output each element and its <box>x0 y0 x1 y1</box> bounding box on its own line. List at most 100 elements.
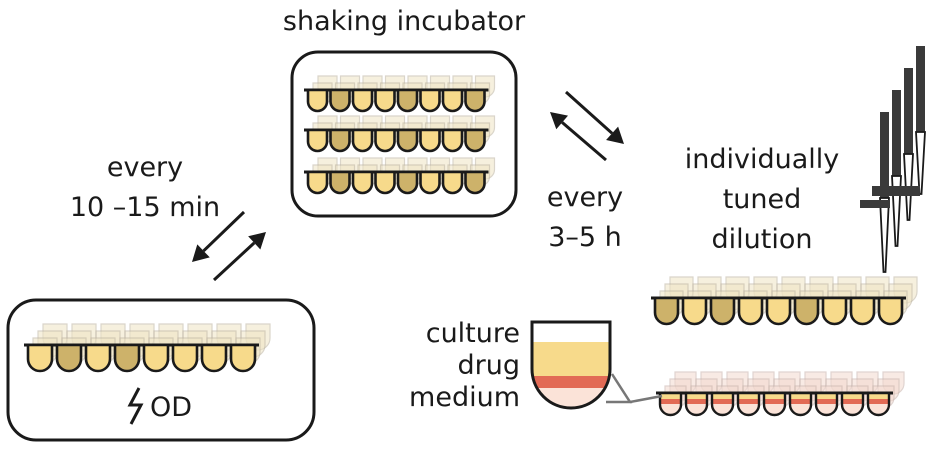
well <box>762 391 787 417</box>
dilution-label-line2: tuned <box>722 184 802 215</box>
well <box>374 128 396 153</box>
lightning-icon <box>127 387 144 425</box>
layer-drug <box>712 399 733 404</box>
dilution-label-line1: individually <box>684 144 840 175</box>
well-layers <box>764 393 785 416</box>
well <box>113 343 141 373</box>
arrow-head <box>192 244 210 262</box>
layer-medium <box>842 404 863 416</box>
well <box>793 296 820 326</box>
layer-drug <box>686 399 707 404</box>
well <box>84 343 112 373</box>
layer-culture <box>764 393 785 399</box>
layer-medium <box>660 404 681 416</box>
layer-drug <box>660 399 681 404</box>
arrow-shaft <box>561 121 607 162</box>
exchange-arrows-icon <box>192 210 266 282</box>
layer-label-medium: medium <box>409 382 520 413</box>
arrow-shaft <box>564 90 614 135</box>
arrow-head <box>550 112 569 130</box>
well <box>229 343 257 373</box>
well <box>329 88 351 113</box>
od-interval-line2: 10 –15 min <box>69 192 221 223</box>
pipette-body <box>916 46 925 132</box>
well <box>200 343 228 373</box>
well-layers <box>816 393 837 416</box>
layer-medium <box>868 404 889 416</box>
pipette-tip <box>915 131 926 195</box>
well <box>306 170 329 195</box>
well <box>737 296 764 326</box>
arrow-head <box>606 126 624 144</box>
well <box>374 88 396 113</box>
layer-culture <box>816 393 837 399</box>
layer-medium <box>686 404 707 416</box>
reader-plate <box>24 323 271 373</box>
arrow-shaft <box>202 210 246 252</box>
well <box>684 391 709 417</box>
well <box>814 391 839 417</box>
layer-culture <box>842 393 863 399</box>
well <box>441 128 464 153</box>
well <box>26 343 54 373</box>
incubator-plates <box>304 75 496 195</box>
well-layers <box>738 393 759 416</box>
layer-label-culture: culture <box>425 318 520 349</box>
pipette-tip <box>879 197 890 273</box>
well <box>866 391 891 417</box>
dilution-interval-line2: 3–5 h <box>548 222 622 253</box>
well <box>653 296 680 326</box>
well <box>142 343 170 373</box>
well <box>329 170 351 195</box>
well <box>396 128 419 153</box>
well <box>419 88 441 113</box>
well <box>877 296 904 326</box>
well <box>821 296 848 326</box>
well-layers <box>868 393 889 416</box>
layer-medium <box>764 404 785 416</box>
well <box>840 391 865 417</box>
well <box>681 296 708 326</box>
reader-label: OD <box>150 392 193 423</box>
layer-culture <box>686 393 707 399</box>
layer-medium <box>532 388 610 408</box>
well <box>396 88 419 113</box>
well <box>396 170 419 195</box>
layer-drug <box>816 399 837 404</box>
well <box>658 391 683 417</box>
dilution-label-line3: dilution <box>711 224 813 255</box>
well-layers <box>842 393 863 416</box>
well <box>351 170 374 195</box>
well <box>736 391 761 417</box>
arrow-shaft <box>212 241 256 282</box>
dilution-interval-line1: every <box>546 182 624 213</box>
well <box>441 170 464 195</box>
well <box>464 88 486 113</box>
pipette-handle <box>860 200 890 208</box>
layer-drug <box>532 376 610 388</box>
well-layer-icon <box>530 320 663 410</box>
od-interval-line1: every <box>106 152 184 183</box>
layer-culture <box>738 393 759 399</box>
well <box>351 128 374 153</box>
well <box>464 170 486 195</box>
layer-medium <box>712 404 733 416</box>
well <box>419 128 441 153</box>
exchange-arrows-icon <box>550 90 624 162</box>
pipette-bar <box>872 186 920 196</box>
layer-culture <box>790 393 811 399</box>
pipette-body <box>880 112 889 198</box>
big-well-outline <box>530 320 612 410</box>
layer-drug <box>738 399 759 404</box>
layer-culture <box>712 393 733 399</box>
well <box>306 128 329 153</box>
dilution-plate <box>651 276 918 326</box>
pointer-line <box>629 394 663 404</box>
layer-culture <box>532 342 610 376</box>
pipette-body <box>892 90 901 176</box>
well <box>710 391 735 417</box>
layer-drug <box>790 399 811 404</box>
well <box>464 128 486 153</box>
lightning-bolt <box>127 387 144 425</box>
layer-label-drug: drug <box>457 350 521 381</box>
